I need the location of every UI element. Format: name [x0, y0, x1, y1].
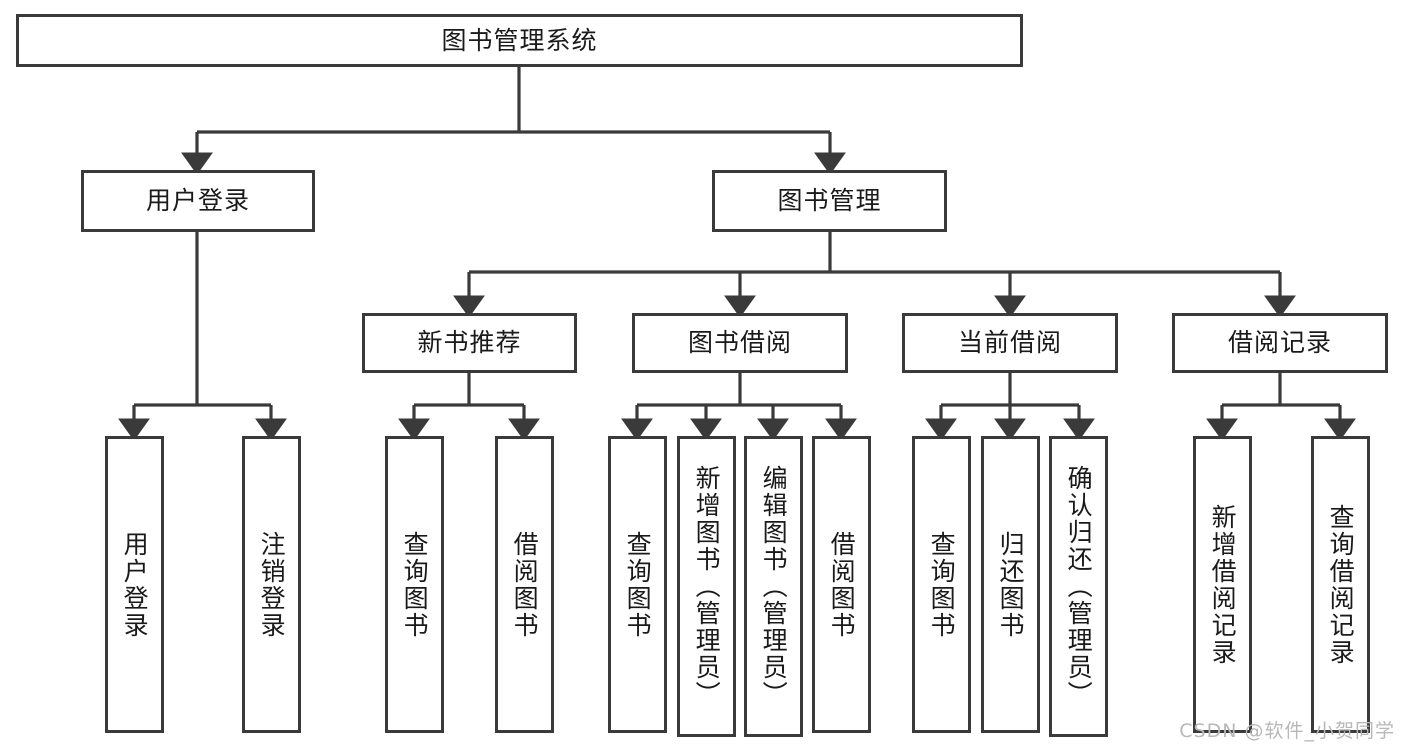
- leaf-borrow-edit-book-admin[interactable]: 编辑图书（管理员）: [744, 436, 803, 737]
- leaf-user-login-signout[interactable]: 注销登录: [242, 436, 301, 733]
- leaf-borrow-query-book[interactable]: 查询图书: [608, 436, 667, 733]
- node-borrow-record[interactable]: 借阅记录: [1172, 313, 1388, 373]
- leaf-recommend-query-book[interactable]: 查询图书: [385, 436, 444, 733]
- node-new-book-recommend[interactable]: 新书推荐: [362, 313, 577, 373]
- leaf-user-login-signin[interactable]: 用户登录: [105, 436, 164, 733]
- watermark-csdn: CSDN @软件_小贺同学: [1179, 720, 1395, 742]
- leaf-record-add-record[interactable]: 新增借阅记录: [1193, 436, 1252, 733]
- leaf-borrow-borrow-book[interactable]: 借阅图书: [812, 436, 871, 733]
- node-user-login[interactable]: 用户登录: [81, 170, 315, 232]
- leaf-borrow-add-book-admin[interactable]: 新增图书（管理员）: [677, 436, 736, 737]
- leaf-current-query-book[interactable]: 查询图书: [912, 436, 971, 733]
- leaf-record-query-record[interactable]: 查询借阅记录: [1311, 436, 1370, 733]
- node-current-borrow[interactable]: 当前借阅: [902, 313, 1118, 373]
- node-book-management[interactable]: 图书管理: [712, 170, 947, 232]
- node-book-borrow[interactable]: 图书借阅: [632, 313, 848, 373]
- leaf-current-return-book[interactable]: 归还图书: [981, 436, 1040, 733]
- leaf-recommend-borrow-book[interactable]: 借阅图书: [495, 436, 554, 733]
- node-root-system[interactable]: 图书管理系统: [16, 14, 1023, 67]
- leaf-current-confirm-return-admin[interactable]: 确认归还（管理员）: [1049, 436, 1108, 737]
